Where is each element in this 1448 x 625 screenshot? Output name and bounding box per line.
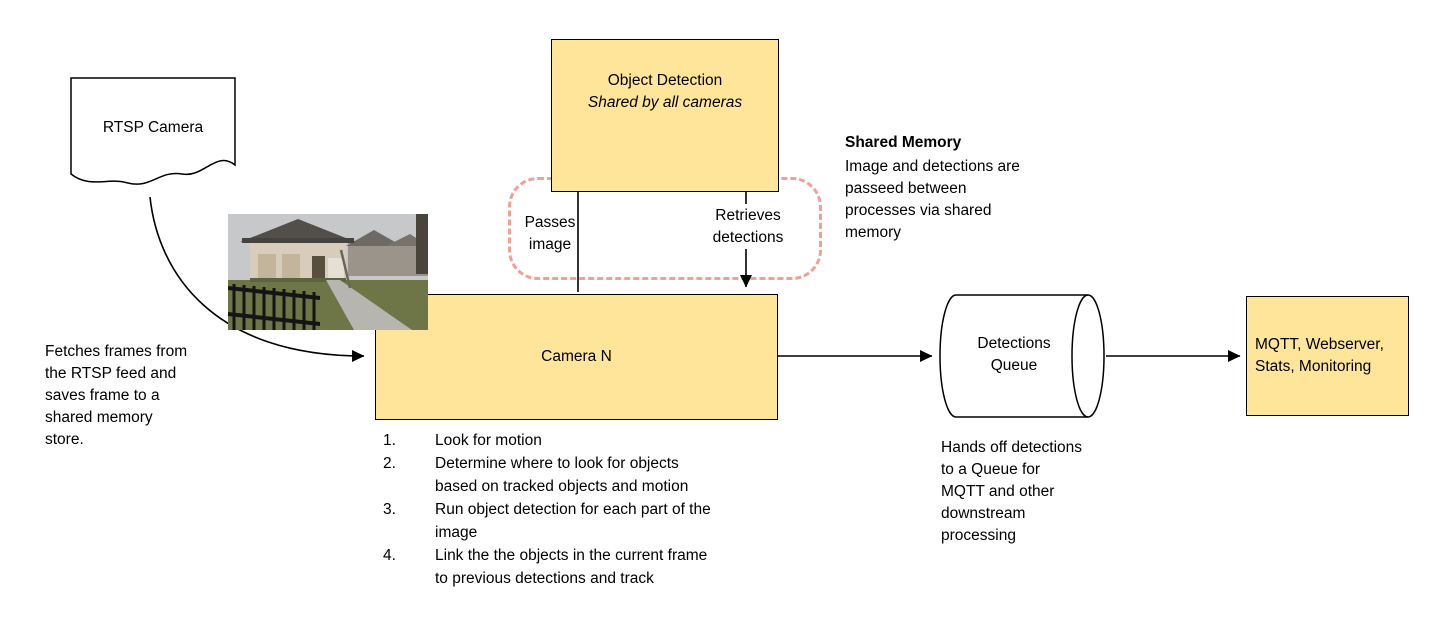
object-detection-title: Object Detection (607, 72, 723, 89)
list-item: 2. Determine where to look for objects b… (383, 453, 803, 498)
camera-snapshot-image (228, 214, 428, 330)
step-number: 1. (383, 432, 396, 449)
document-shape (70, 77, 236, 185)
object-detection-subtitle: Shared by all cameras (587, 93, 743, 111)
list-item: 4. Link the the objects in the current f… (383, 545, 803, 590)
list-item: 1. Look for motion (383, 430, 803, 452)
shared-memory-note-title: Shared Memory (845, 134, 962, 151)
rtsp-camera-node: RTSP Camera (70, 77, 236, 199)
step-text: Run object detection for each part of th… (435, 501, 711, 541)
camera-snapshot-scene (228, 214, 428, 330)
step-number: 3. (383, 501, 396, 519)
list-item: 3. Run object detection for each part of… (383, 499, 803, 544)
step-number: 4. (383, 547, 396, 565)
retrieves-detections-label: Retrieves detections (702, 204, 794, 250)
camera-n-label: Camera N (541, 348, 612, 366)
outputs-label: MQTT, Webserver, Stats, Monitoring (1255, 335, 1384, 375)
passes-image-label: Passes image (524, 214, 576, 253)
rtsp-camera-label: RTSP Camera (102, 119, 204, 136)
step-text: Determine where to look for objects base… (435, 455, 689, 495)
outputs-node: MQTT, Webserver, Stats, Monitoring (1246, 296, 1409, 416)
camera-n-node: Camera N (375, 294, 778, 420)
step-text: Look for motion (435, 432, 542, 449)
step-text: Link the the objects in the current fram… (435, 547, 708, 587)
step-number: 2. (383, 455, 396, 473)
detections-queue-label: Detections Queue (977, 335, 1051, 374)
fetch-frames-note: Fetches frames from the RTSP feed and sa… (45, 343, 188, 448)
shared-memory-note-body: Image and detections are passeed between… (845, 158, 1020, 241)
object-detection-node: Object Detection Shared by all cameras (551, 39, 779, 192)
queue-cylinder-shape (939, 294, 1105, 418)
camera-steps-list: 1. Look for motion 2. Determine where to… (383, 430, 803, 591)
detections-queue-node: Detections Queue (938, 293, 1106, 419)
queue-handoff-note: Hands off detections to a Queue for MQTT… (941, 439, 1083, 544)
